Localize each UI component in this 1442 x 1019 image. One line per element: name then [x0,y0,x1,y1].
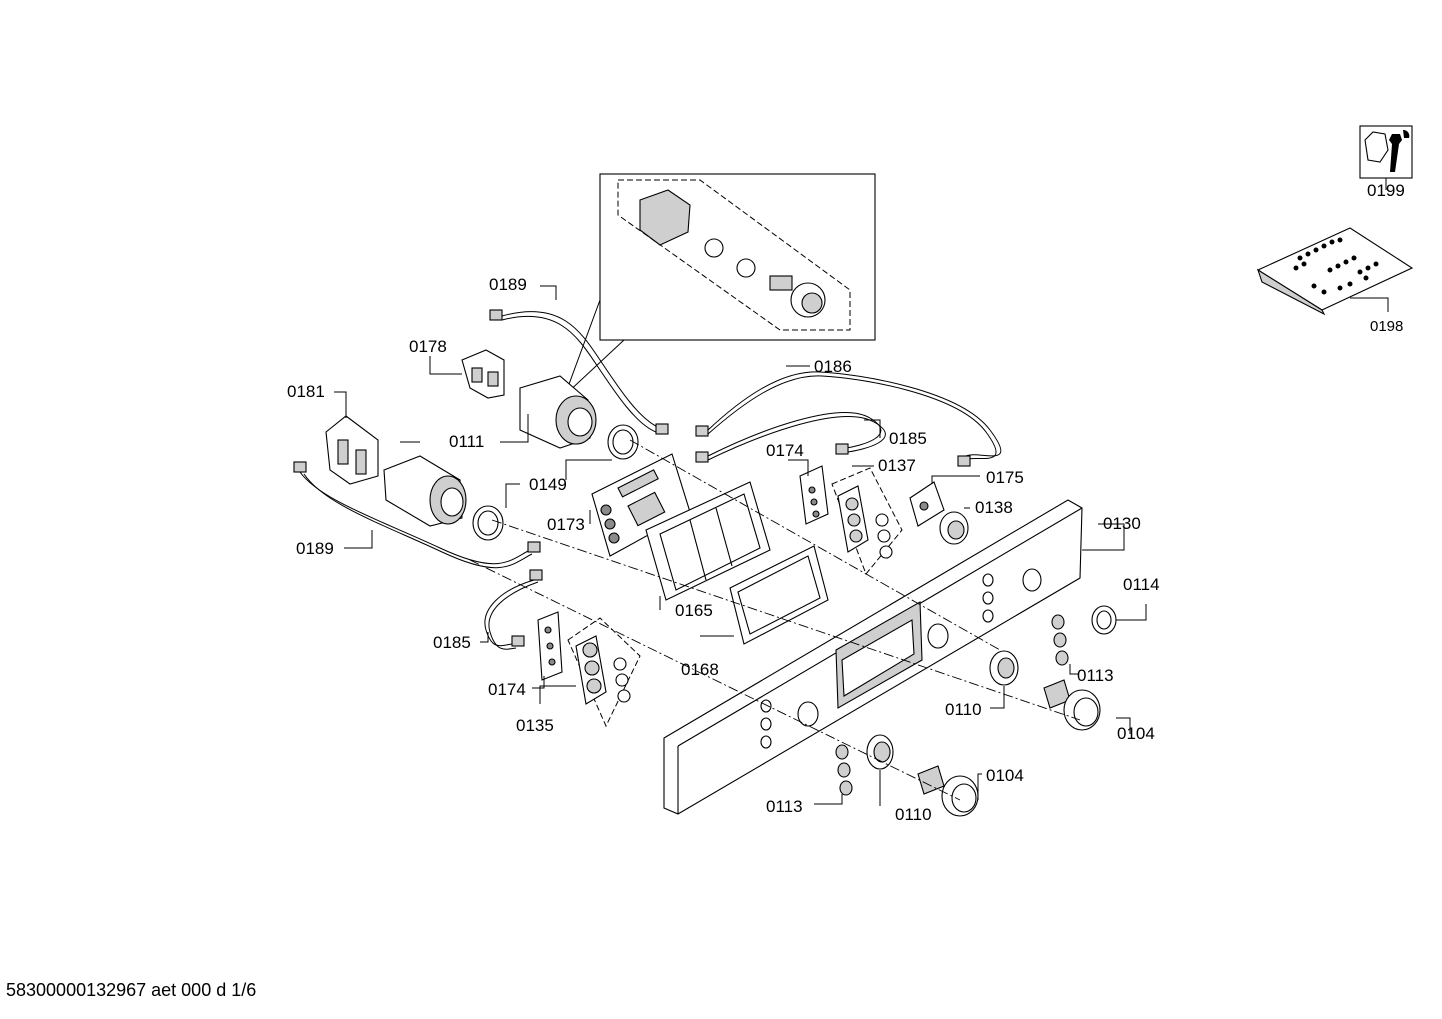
label-0110-left: 0110 [895,805,932,824]
screw-bag-icon [1256,227,1414,316]
label-0199: 0199 [1367,181,1405,200]
label-0138: 0138 [975,498,1013,517]
label-0114: 0114 [1123,575,1160,594]
label-0168: 0168 [681,660,719,679]
wire-harness-0186 [695,371,1002,467]
label-0113-right: 0113 [1077,666,1114,685]
thermostat-0111-bottom [383,455,504,541]
wire-harness-0185-top [695,412,886,463]
label-0113-left: 0113 [766,797,803,816]
knob-0104-left [917,765,979,817]
knob-0104-right [1043,679,1101,731]
ring-0110-left [866,734,894,770]
display-board-0173 [591,453,691,557]
wire-harness-0189-top [489,309,669,435]
label-0149: 0149 [529,475,567,494]
label-0174-bottom: 0174 [488,680,526,699]
board-0174-top [799,465,829,525]
tool-icon [1359,125,1413,179]
label-0186: 0186 [814,357,852,376]
label-0104-right: 0104 [1117,724,1155,743]
document-id-footer: 58300000132967 aet 000 d 1/6 [6,980,257,1000]
label-0198: 0198 [1370,318,1403,335]
sensor-0138 [939,511,969,545]
label-0185-top: 0185 [889,429,927,448]
wire-harness-0189-left [293,461,541,569]
control-panel-0130 [663,499,1083,815]
label-0110-right: 0110 [945,700,982,719]
label-0181: 0181 [287,382,325,401]
board-0175 [909,481,945,527]
label-0189-left: 0189 [296,539,334,558]
label-0174-top: 0174 [766,441,804,460]
ring-0110-right [989,650,1019,686]
ring-0114 [1091,605,1117,635]
wire-harness-0185-bottom [484,569,543,650]
detail-inset [599,173,876,341]
label-0175: 0175 [986,468,1024,487]
leader-lines [334,178,1389,806]
switch-block-0135 [567,617,641,728]
window-frame-0168 [729,545,829,645]
label-0165: 0165 [675,601,713,620]
label-0135: 0135 [516,716,554,735]
label-0104-left: 0104 [986,766,1024,785]
label-0189-top: 0189 [489,275,527,294]
buttons-0113-right [1051,614,1069,666]
switch-block-0137 [831,467,903,575]
bracket-0178 [461,349,505,399]
label-0173: 0173 [547,515,585,534]
thermostat-0111-top [519,375,639,460]
bracket-0181 [325,415,379,485]
label-0130: 0130 [1103,514,1141,533]
label-0111: 0111 [449,432,484,451]
board-0174-bottom [537,611,563,681]
label-0185-bottom: 0185 [433,633,471,652]
label-0137: 0137 [878,456,916,475]
buttons-0113-left [835,744,853,796]
label-0178: 0178 [409,337,447,356]
